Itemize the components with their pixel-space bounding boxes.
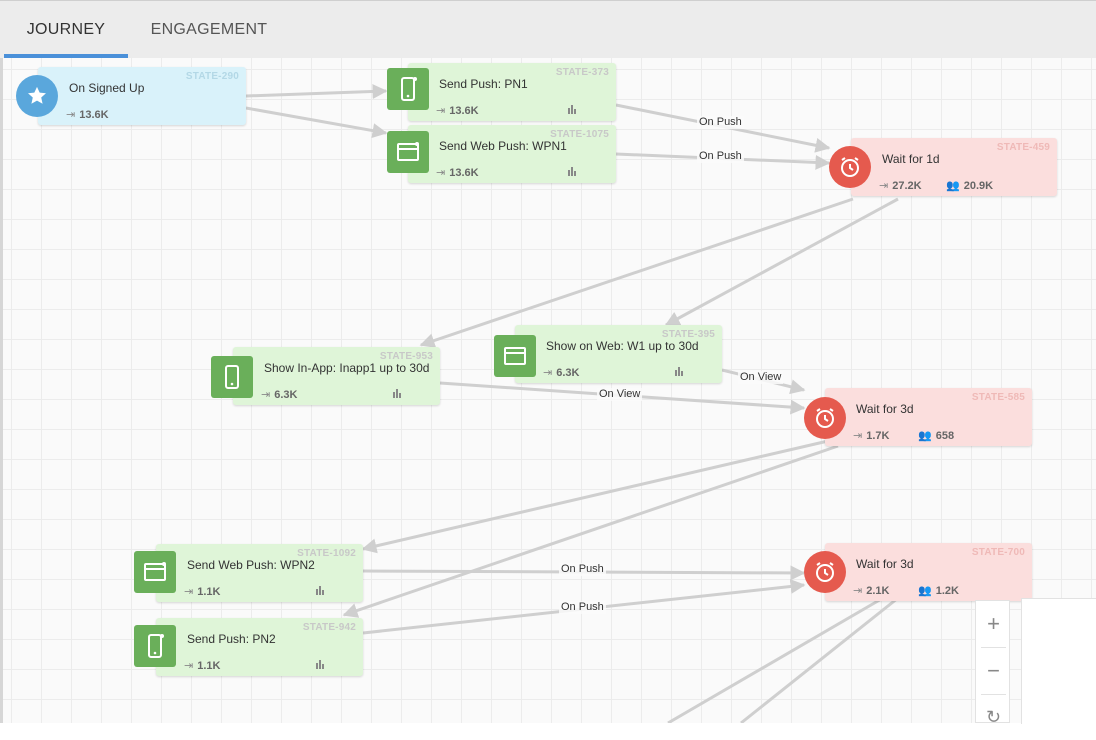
state-id: STATE-942 bbox=[302, 622, 356, 633]
state-id: STATE-1092 bbox=[297, 548, 356, 559]
stats-icon[interactable] bbox=[568, 104, 578, 114]
mobile-icon[interactable] bbox=[211, 356, 253, 398]
node-title: Send Web Push: WPN1 bbox=[439, 139, 567, 153]
enter-icon: ⇥ bbox=[184, 586, 194, 598]
entered-count: ⇥6.3K bbox=[261, 389, 298, 401]
users-icon: 👥 bbox=[918, 585, 932, 597]
edge bbox=[664, 197, 899, 327]
entered-count: ⇥1.7K bbox=[853, 430, 890, 442]
node-title: Send Push: PN2 bbox=[187, 632, 276, 646]
star-icon[interactable] bbox=[16, 75, 58, 117]
node-wait-3d[interactable]: STATE-585 Wait for 3d ⇥1.7K 👥658 bbox=[825, 388, 1032, 446]
mobile-icon[interactable] bbox=[134, 625, 176, 667]
node-send-web-push-wpn1[interactable]: STATE-1075 Send Web Push: WPN1 ⇥13.6K bbox=[408, 125, 616, 183]
edge bbox=[245, 106, 388, 139]
node-title: On Signed Up bbox=[69, 81, 145, 95]
edge bbox=[245, 83, 388, 99]
edge bbox=[667, 596, 884, 723]
browser-icon[interactable] bbox=[494, 335, 536, 377]
clock-icon[interactable] bbox=[804, 397, 846, 439]
clock-icon[interactable] bbox=[829, 146, 871, 188]
edge-label-on-push: On Push bbox=[697, 116, 744, 129]
entered-count: ⇥27.2K bbox=[879, 180, 922, 192]
node-send-push-pn2[interactable]: STATE-942 Send Push: PN2 ⇥1.1K bbox=[156, 618, 363, 676]
node-wait-3d[interactable]: STATE-700 Wait for 3d ⇥2.1K 👥1.2K bbox=[825, 543, 1032, 601]
tab-engagement[interactable]: ENGAGEMENT bbox=[150, 21, 268, 38]
edge bbox=[342, 444, 839, 618]
node-send-push-pn1[interactable]: STATE-373 Send Push: PN1 ⇥13.6K bbox=[408, 63, 616, 121]
node-title: Show on Web: W1 up to 30d bbox=[546, 339, 699, 353]
entered-count: ⇥6.3K bbox=[543, 367, 580, 379]
edge-label-on-push: On Push bbox=[559, 563, 606, 576]
state-id: STATE-700 bbox=[971, 547, 1025, 558]
users-icon: 👥 bbox=[918, 430, 932, 442]
state-id: STATE-953 bbox=[379, 351, 433, 362]
browser-icon[interactable] bbox=[134, 551, 176, 593]
enter-icon: ⇥ bbox=[66, 109, 76, 121]
stats-icon[interactable] bbox=[393, 388, 403, 398]
edge bbox=[740, 596, 899, 723]
state-id: STATE-373 bbox=[555, 67, 609, 78]
node-on-signed-up[interactable]: STATE-290 On Signed Up ⇥13.6K bbox=[38, 67, 246, 125]
zoom-out-button[interactable]: − bbox=[987, 657, 1000, 683]
state-id: STATE-585 bbox=[971, 392, 1025, 403]
tab-journey[interactable]: JOURNEY bbox=[4, 1, 128, 58]
journey-canvas[interactable]: On Push On Push On View On View On Push … bbox=[0, 58, 1096, 723]
node-show-in-app-inapp1[interactable]: STATE-953 Show In-App: Inapp1 up to 30d … bbox=[233, 347, 440, 405]
enter-icon: ⇥ bbox=[184, 660, 194, 672]
side-panel bbox=[1021, 598, 1096, 724]
edges-layer bbox=[245, 83, 899, 723]
waiting-count: 👥1.2K bbox=[918, 585, 959, 597]
entered-count: ⇥1.1K bbox=[184, 660, 221, 672]
edge bbox=[419, 197, 854, 348]
entered-count: ⇥1.1K bbox=[184, 586, 221, 598]
node-title: Send Push: PN1 bbox=[439, 77, 528, 91]
entered-count: ⇥13.6K bbox=[66, 109, 109, 121]
edge-label-on-view: On View bbox=[597, 388, 643, 401]
mobile-icon[interactable] bbox=[387, 68, 429, 110]
node-title: Send Web Push: WPN2 bbox=[187, 558, 315, 572]
enter-icon: ⇥ bbox=[853, 585, 863, 597]
edge-label-on-push: On Push bbox=[697, 150, 744, 163]
node-show-on-web-w1[interactable]: STATE-395 Show on Web: W1 up to 30d ⇥6.3… bbox=[515, 325, 722, 383]
state-id: STATE-395 bbox=[661, 329, 715, 340]
tab-bar: JOURNEY ENGAGEMENT bbox=[0, 0, 1096, 58]
entered-count: ⇥13.6K bbox=[436, 167, 479, 179]
state-id: STATE-1075 bbox=[550, 129, 609, 140]
users-icon: 👥 bbox=[946, 180, 960, 192]
stats-icon[interactable] bbox=[568, 166, 578, 176]
divider bbox=[981, 694, 1006, 695]
edge bbox=[361, 439, 829, 554]
enter-icon: ⇥ bbox=[436, 105, 446, 117]
waiting-count: 👥658 bbox=[918, 430, 955, 442]
node-send-web-push-wpn2[interactable]: STATE-1092 Send Web Push: WPN2 ⇥1.1K bbox=[156, 544, 363, 602]
stats-icon[interactable] bbox=[675, 366, 685, 376]
edge-label-on-view: On View bbox=[738, 371, 784, 384]
entered-count: ⇥2.1K bbox=[853, 585, 890, 597]
node-title: Wait for 3d bbox=[856, 557, 914, 571]
browser-icon[interactable] bbox=[387, 131, 429, 173]
stats-icon[interactable] bbox=[316, 585, 326, 595]
enter-icon: ⇥ bbox=[853, 430, 863, 442]
stats-icon[interactable] bbox=[316, 659, 326, 669]
enter-icon: ⇥ bbox=[436, 167, 446, 179]
zoom-in-button[interactable]: + bbox=[987, 610, 1000, 636]
enter-icon: ⇥ bbox=[543, 367, 553, 379]
reset-zoom-button[interactable]: ↻ bbox=[985, 707, 1002, 727]
divider bbox=[981, 647, 1006, 648]
state-id: STATE-290 bbox=[185, 71, 239, 82]
state-id: STATE-459 bbox=[996, 142, 1050, 153]
node-title: Show In-App: Inapp1 up to 30d bbox=[264, 361, 430, 375]
entered-count: ⇥13.6K bbox=[436, 105, 479, 117]
edge-label-on-push: On Push bbox=[559, 601, 606, 614]
clock-icon[interactable] bbox=[804, 551, 846, 593]
node-wait-1d[interactable]: STATE-459 Wait for 1d ⇥27.2K 👥20.9K bbox=[851, 138, 1057, 196]
zoom-controls: + − ↻ bbox=[975, 600, 1010, 727]
enter-icon: ⇥ bbox=[879, 180, 889, 192]
enter-icon: ⇥ bbox=[261, 389, 271, 401]
node-title: Wait for 3d bbox=[856, 402, 914, 416]
waiting-count: 👥20.9K bbox=[946, 180, 994, 192]
node-title: Wait for 1d bbox=[882, 152, 940, 166]
